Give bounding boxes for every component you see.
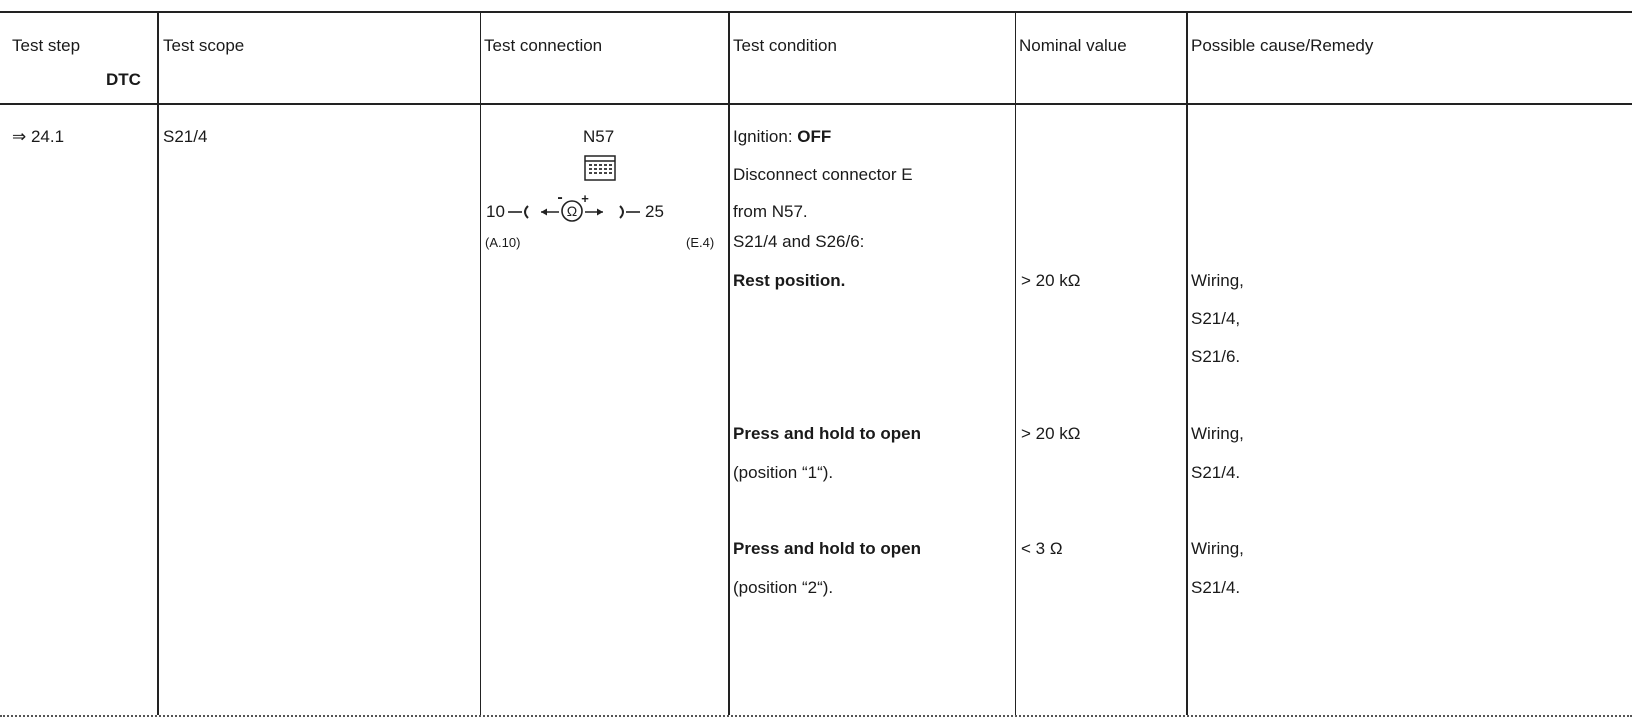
column-divider-connection (480, 11, 481, 715)
meter-minus: - (557, 193, 562, 206)
remedy-line: Wiring, (1191, 424, 1244, 443)
ignition-label: Ignition: (733, 127, 798, 146)
ref-right-label: (E.4) (686, 235, 715, 250)
check-condition: Press and hold to open (733, 539, 921, 558)
plug-right-icon (619, 205, 640, 219)
meter-plus: + (581, 193, 589, 206)
remedy-line: S21/4, (1191, 309, 1241, 328)
remedy-line: S21/4. (1191, 463, 1241, 482)
check-condition-note: (position “1“). (733, 463, 834, 482)
switch-instruction: S21/4 and S26/6: (733, 232, 865, 251)
nominal-value: > 20 kΩ (1021, 424, 1081, 443)
remedy-line: S21/6. (1191, 347, 1241, 366)
check-condition: Press and hold to open (733, 424, 921, 443)
ignition-value: OFF (797, 127, 832, 146)
module-label: N57 (583, 127, 615, 146)
pin-left-label: 10 (486, 202, 505, 221)
pin-right-label: 25 (645, 202, 664, 221)
header-test-connection: Test connection (484, 36, 603, 55)
header-nominal-value: Nominal value (1019, 36, 1127, 55)
disconnect-instruction-2: from N57. (733, 202, 808, 221)
check-condition-note: (position “2“). (733, 578, 834, 597)
module-grid-icon (584, 155, 616, 181)
ohmmeter-icon: Ω - + (541, 193, 603, 222)
disconnect-instruction-1: Disconnect connector E (733, 165, 913, 184)
nominal-value: < 3 Ω (1021, 539, 1063, 558)
header-test-condition: Test condition (733, 36, 837, 55)
header-dtc: DTC (106, 70, 141, 89)
header-test-scope: Test scope (163, 36, 245, 55)
column-divider-scope (157, 11, 159, 715)
header-test-step: Test step (12, 36, 81, 55)
test-step-number: ⇒ 24.1 (12, 127, 65, 146)
remedy-line: Wiring, (1191, 539, 1244, 558)
nominal-value: > 20 kΩ (1021, 271, 1081, 290)
column-divider-condition (728, 11, 730, 715)
top-rule (0, 11, 1632, 13)
column-divider-remedy (1186, 11, 1188, 715)
remedy-line: S21/4. (1191, 578, 1241, 597)
column-divider-nominal (1015, 11, 1016, 715)
remedy-line: Wiring, (1191, 271, 1244, 290)
ignition-condition: Ignition: OFF (733, 127, 831, 147)
check-condition: Rest position. (733, 271, 846, 290)
test-scope-value: S21/4 (163, 127, 208, 146)
meter-symbol: Ω (567, 203, 577, 219)
header-rule (0, 103, 1632, 105)
ref-left-label: (A.10) (485, 235, 521, 250)
plug-left-icon (508, 205, 529, 219)
bottom-rule (0, 715, 1632, 717)
header-possible-cause: Possible cause/Remedy (1191, 36, 1374, 55)
